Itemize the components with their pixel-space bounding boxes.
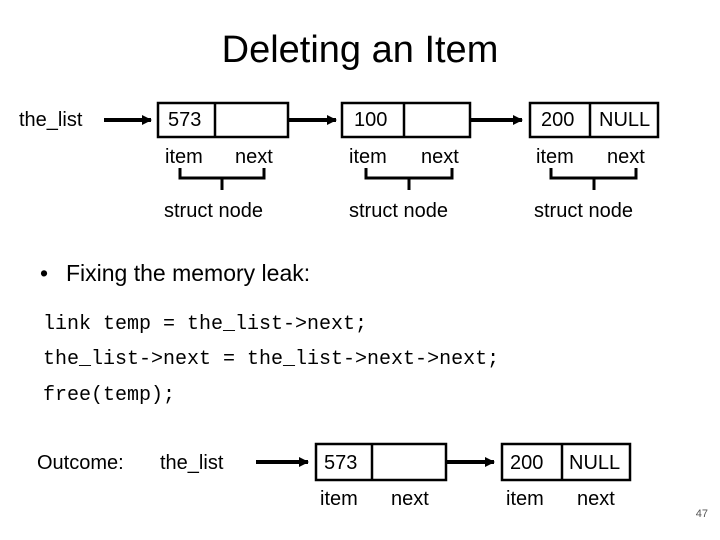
bullet-text: Fixing the memory leak: bbox=[66, 260, 311, 286]
node1-caption: struct node bbox=[164, 200, 263, 222]
node2-next-label: next bbox=[421, 146, 459, 168]
outcome-node2-item-label: item bbox=[506, 488, 544, 510]
node3-item-label: item bbox=[536, 146, 574, 168]
node2-caption: struct node bbox=[349, 200, 448, 222]
outcome-node2-next-label: next bbox=[577, 488, 615, 510]
outcome-node2-item-value: 200 bbox=[510, 452, 544, 474]
node1-brace bbox=[178, 168, 266, 190]
bullet-point: • Fixing the memory leak: bbox=[40, 258, 310, 288]
node3-item-value: 200 bbox=[541, 109, 575, 131]
outcome-label: Outcome: bbox=[37, 452, 124, 474]
node2-item-value: 100 bbox=[354, 109, 388, 131]
outcome-node2-box bbox=[500, 442, 632, 482]
outcome-node1-next-label: next bbox=[391, 488, 429, 510]
node3-next-label: next bbox=[607, 146, 645, 168]
node3-box bbox=[528, 101, 660, 139]
node2-brace bbox=[364, 168, 454, 190]
code-line-3: free(temp); bbox=[43, 384, 176, 407]
bullet-dot-icon: • bbox=[40, 260, 49, 286]
outcome-node1-item-label: item bbox=[320, 488, 358, 510]
code-line-2: the_list->next = the_list->next->next; bbox=[43, 348, 500, 371]
outcome-node1-item-value: 573 bbox=[324, 452, 358, 474]
node2-item-label: item bbox=[349, 146, 387, 168]
slide-title: Deleting an Item bbox=[221, 29, 499, 71]
node2-box bbox=[340, 101, 472, 139]
node3-caption: struct node bbox=[534, 200, 633, 222]
code-line-1: link temp = the_list->next; bbox=[43, 313, 368, 336]
head-label: the_list bbox=[19, 109, 83, 131]
node1-item-value: 573 bbox=[168, 109, 202, 131]
node3-brace bbox=[549, 168, 638, 190]
page-number: 47 bbox=[695, 508, 708, 520]
node1-item-label: item bbox=[165, 146, 203, 168]
node1-box bbox=[156, 101, 290, 139]
node1-next-label: next bbox=[235, 146, 273, 168]
outcome-head-label: the_list bbox=[160, 452, 224, 474]
node3-next-value: NULL bbox=[599, 109, 651, 131]
outcome-node2-next-value: NULL bbox=[569, 452, 621, 474]
